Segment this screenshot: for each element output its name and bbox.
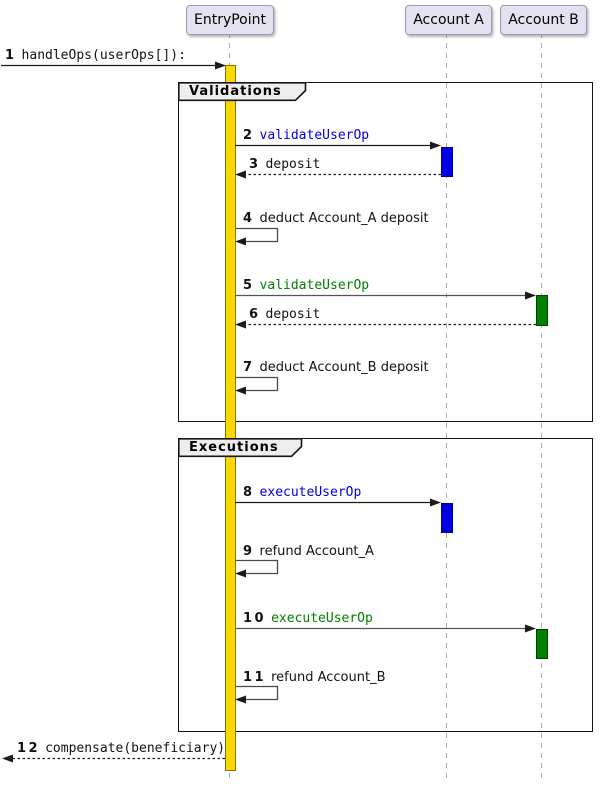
- participant-account-a: Account A: [405, 5, 492, 35]
- message-6-text: deposit: [265, 307, 321, 322]
- message-2-label: 2 validateUserOp: [243, 128, 369, 143]
- message-12-number: 12: [17, 741, 41, 756]
- message-11-text: refund Account_B: [271, 670, 386, 685]
- message-9-text: refund Account_A: [259, 544, 374, 559]
- lifeline-account-a: [446, 33, 447, 778]
- message-4-number: 4: [243, 211, 255, 226]
- message-8-label: 8 executeUserOp: [243, 485, 361, 500]
- message-2-text: validateUserOp: [259, 128, 370, 143]
- message-7-text: deduct Account_B deposit: [259, 360, 429, 375]
- message-11-number: 11: [243, 670, 267, 685]
- message-1-label: 1 handleOps(userOps[]):: [5, 48, 186, 63]
- message-3-number: 3: [249, 157, 261, 172]
- message-4-label: 4 deduct Account_A deposit: [243, 211, 429, 226]
- participant-account-b: Account B: [500, 5, 587, 35]
- message-6-number: 6: [249, 307, 261, 322]
- message-10-number: 10: [243, 611, 267, 626]
- participant-account-a-label: Account A: [413, 12, 484, 28]
- activation-account-b-1: [536, 295, 548, 326]
- participant-entrypoint: EntryPoint: [186, 5, 274, 35]
- message-10-label: 10 executeUserOp: [243, 611, 373, 626]
- message-2-number: 2: [243, 128, 255, 143]
- message-5-text: validateUserOp: [259, 278, 370, 293]
- message-3-label: 3 deposit: [249, 157, 320, 172]
- message-7-number: 7: [243, 360, 255, 375]
- message-11-label: 11 refund Account_B: [243, 670, 386, 685]
- frame-validations: [178, 82, 593, 422]
- message-8-text: executeUserOp: [259, 485, 362, 500]
- message-1-number: 1: [5, 48, 17, 63]
- message-1-text: handleOps(userOps[]):: [21, 48, 186, 63]
- message-4-text: deduct Account_A deposit: [259, 211, 429, 226]
- lifeline-account-b: [541, 33, 542, 778]
- frame-label-validations: Validations: [189, 84, 282, 99]
- message-8-number: 8: [243, 485, 255, 500]
- message-5-label: 5 validateUserOp: [243, 278, 369, 293]
- message-12-label: 12 compensate(beneficiary): [17, 741, 225, 756]
- message-9-label: 9 refund Account_A: [243, 544, 374, 559]
- message-10-text: executeUserOp: [271, 611, 373, 626]
- participant-entrypoint-label: EntryPoint: [193, 12, 266, 28]
- frame-label-executions: Executions: [189, 440, 279, 455]
- message-12-arrowhead: [2, 754, 13, 763]
- message-6-label: 6 deposit: [249, 307, 320, 322]
- message-12-text: compensate(beneficiary): [45, 741, 226, 756]
- activation-account-a-2: [441, 503, 453, 533]
- activation-account-a-1: [441, 147, 453, 177]
- message-7-label: 7 deduct Account_B deposit: [243, 360, 429, 375]
- frame-executions: [178, 438, 593, 732]
- message-3-text: deposit: [265, 157, 321, 172]
- activation-entrypoint: [225, 65, 236, 771]
- activation-account-b-2: [536, 629, 548, 659]
- message-9-number: 9: [243, 544, 255, 559]
- message-5-number: 5: [243, 278, 255, 293]
- participant-account-b-label: Account B: [508, 12, 579, 28]
